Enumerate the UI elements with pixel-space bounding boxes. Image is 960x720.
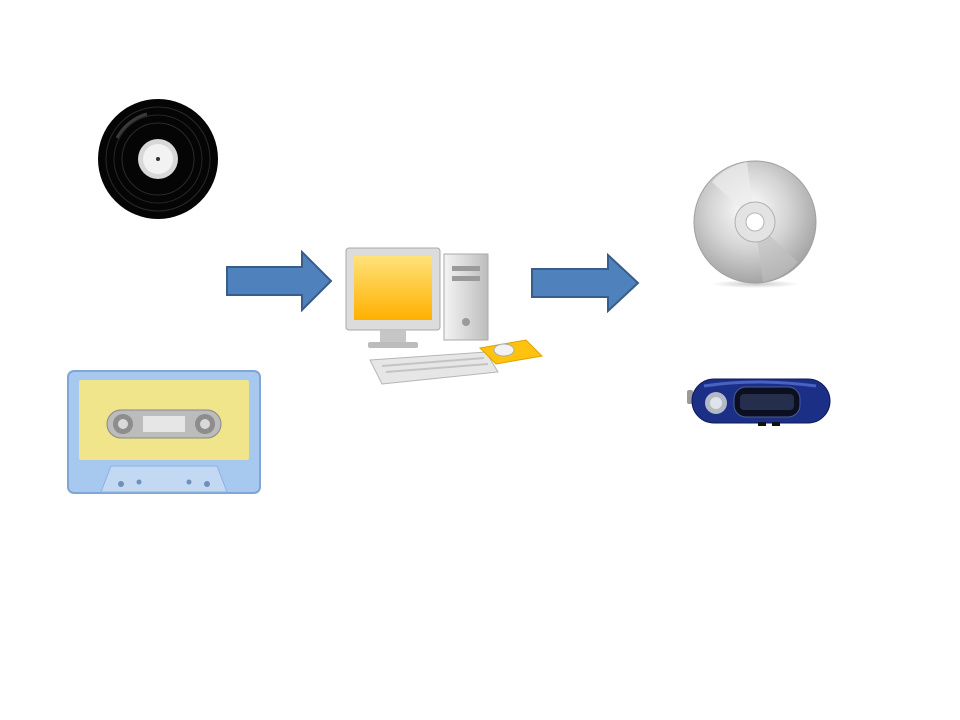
right-arrow-icon bbox=[530, 253, 640, 313]
desktop-computer-icon bbox=[340, 244, 546, 390]
right-arrow-icon bbox=[225, 250, 333, 312]
cassette-tape-icon bbox=[67, 370, 261, 494]
compact-disc-icon bbox=[692, 160, 818, 290]
mp3-player-icon bbox=[686, 376, 832, 428]
vinyl-record-icon bbox=[97, 98, 219, 220]
